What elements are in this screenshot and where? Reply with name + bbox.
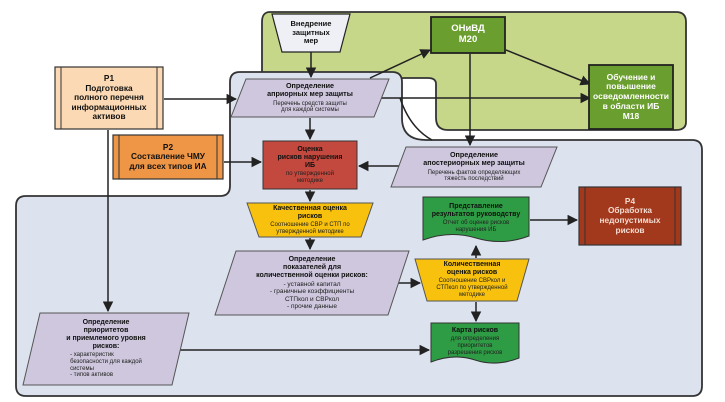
- edge-layer: [102, 49, 592, 356]
- node-obuchenie-title: Обучение и повышение осведомленности в о…: [593, 71, 669, 121]
- node-p4-title: Р4 Обработка недопустимых рисков: [599, 195, 661, 235]
- node-p4: Р4 Обработка недопустимых рисков: [578, 186, 682, 246]
- node-obuchenie: Обучение и повышение осведомленности в о…: [588, 64, 674, 130]
- node-vnedrenie-title: Внедрение защитных мер: [290, 19, 332, 46]
- node-prioritety-title: Определение приоритетов и приемлемого ур…: [66, 318, 146, 351]
- node-onivd: ОНиВД М20: [430, 16, 506, 54]
- node-p1: Р1 Подготовка полного перечня информацио…: [54, 66, 164, 130]
- node-aposteriori-title: Определение апостериорных мер защиты: [423, 150, 525, 168]
- node-apriori-title: Определение априорных мер защиты: [267, 81, 353, 99]
- node-p2-title: Р2 Составление ЧМУ для всех типов ИА: [129, 141, 207, 171]
- node-pokazateli-title: Определение показателей для количественн…: [256, 255, 368, 279]
- node-predstavlenie-subtitle: Отчет об оценке рисков нарушения ИБ: [442, 219, 510, 233]
- node-p1-title: Р1 Подготовка полного перечня информацио…: [71, 73, 147, 122]
- node-kol-ocenka-subtitle: Соотношение СВРкол и СТПкол по утвержден…: [436, 278, 508, 298]
- node-kach-ocenka-title: Качественная оценка рисков: [273, 204, 347, 220]
- node-onivd-title: ОНиВД М20: [451, 23, 485, 45]
- node-predstavlenie-title: Представление результатов руководству: [431, 202, 521, 218]
- node-kach-ocenka-subtitle: Соотношение СВР и СТП по утвержденной ме…: [270, 221, 350, 235]
- node-aposteriori-subtitle: Перечень фактов определяющих тяжесть пос…: [427, 169, 521, 183]
- connector-arrow: [399, 97, 433, 141]
- node-prioritety-subtitle: - характеристик безопасности для каждой …: [70, 352, 142, 379]
- node-pokazateli: Определение показателей для количественн…: [214, 250, 410, 316]
- node-pokazateli-subtitle: - уставной капитал - граничные коэффицие…: [269, 281, 355, 310]
- node-prioritety: Определение приоритетов и приемлемого ур…: [22, 312, 190, 386]
- node-kol-ocenka-title: Количественная оценка рисков: [443, 261, 501, 277]
- node-ocenka-riskov-title: Оценка рисков нарушения ИБ: [277, 145, 343, 169]
- node-p2: Р2 Составление ЧМУ для всех типов ИА: [112, 134, 224, 180]
- node-ocenka-riskov-subtitle: по утвержденной методике: [286, 170, 334, 184]
- node-vnedrenie: Внедрение защитных мер: [271, 13, 351, 53]
- node-karta-title: Карта рисков: [451, 327, 499, 335]
- node-karta-subtitle: для определения приоритетов разрешения р…: [447, 336, 503, 356]
- connector-arrow: [369, 49, 431, 79]
- node-apriori-subtitle: Перечень средств защиты для каждой систе…: [273, 100, 347, 114]
- connector-arrow: [505, 49, 591, 86]
